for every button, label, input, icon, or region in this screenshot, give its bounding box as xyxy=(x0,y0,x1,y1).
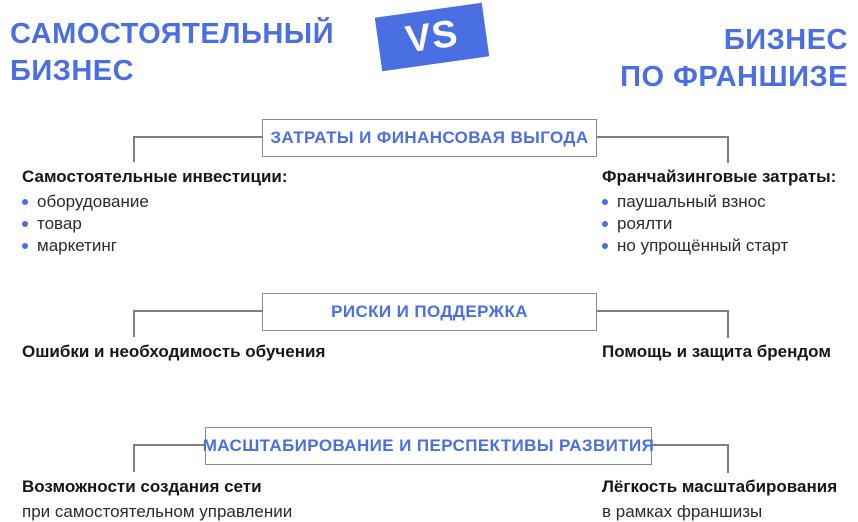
connector-line xyxy=(727,444,729,473)
scaling-left-subtext: при самостоятельном управлении xyxy=(22,502,293,521)
connector-line xyxy=(133,444,205,446)
connector-line xyxy=(727,310,729,338)
costs-left-heading: Самостоятельные инвестиции: xyxy=(22,167,288,186)
bullet-icon xyxy=(22,243,28,249)
section-title: РИСКИ И ПОДДЕРЖКА xyxy=(331,302,528,321)
list-item-label: паушальный взнос xyxy=(617,192,766,211)
risks-right-heading: Помощь и защита брендом xyxy=(602,342,831,361)
connector-line xyxy=(133,136,135,162)
list-item-label: роялти xyxy=(617,214,673,233)
left-column-title: САМОСТОЯТЕЛЬНЫЙ БИЗНЕС xyxy=(10,16,334,90)
bullet-icon xyxy=(22,199,28,205)
section-title: МАСШТАБИРОВАНИЕ И ПЕРСПЕКТИВЫ РАЗВИТИЯ xyxy=(202,436,655,455)
costs-left-block: Самостоятельные инвестиции: оборудование… xyxy=(22,166,352,257)
bullet-icon xyxy=(602,221,608,227)
connector-line xyxy=(133,136,262,138)
scaling-left-heading: Возможности создания сети xyxy=(22,477,262,496)
risks-left-heading: Ошибки и необходимость обучения xyxy=(22,342,326,361)
risks-left-block: Ошибки и необходимость обучения xyxy=(22,341,352,366)
scaling-right-heading: Лёгкость масштабирования xyxy=(602,477,838,496)
list-item-label: маркетинг xyxy=(37,236,117,255)
list-item: оборудование xyxy=(22,191,352,213)
costs-right-block: Франчайзинговые затраты: паушальный взно… xyxy=(602,166,852,257)
bullet-icon xyxy=(602,199,608,205)
left-title-line2: БИЗНЕС xyxy=(10,55,135,87)
connector-line xyxy=(727,136,729,163)
left-title-line1: САМОСТОЯТЕЛЬНЫЙ xyxy=(10,18,335,50)
connector-line xyxy=(597,136,728,138)
connector-line xyxy=(597,310,728,312)
right-title-line1: БИЗНЕС xyxy=(723,24,848,56)
section-header-costs: ЗАТРАТЫ И ФИНАНСОВАЯ ВЫГОДА xyxy=(262,119,597,157)
connector-line xyxy=(133,310,262,312)
section-header-scaling: МАСШТАБИРОВАНИЕ И ПЕРСПЕКТИВЫ РАЗВИТИЯ xyxy=(202,427,655,465)
scaling-right-block: Лёгкость масштабирования в рамках франши… xyxy=(602,476,852,522)
bullet-icon xyxy=(22,221,28,227)
list-item: товар xyxy=(22,213,352,235)
scaling-right-subtext: в рамках франшизы xyxy=(602,502,763,521)
list-item: паушальный взнос xyxy=(602,191,852,213)
section-header-risks: РИСКИ И ПОДДЕРЖКА xyxy=(262,293,597,331)
vs-badge: VS xyxy=(374,2,490,72)
list-item-label: но упрощённый старт xyxy=(617,236,789,255)
connector-line xyxy=(652,444,728,446)
connector-line xyxy=(133,444,135,472)
vs-badge-label: VS xyxy=(402,12,462,62)
list-item: роялти xyxy=(602,213,852,235)
connector-line xyxy=(133,310,135,337)
risks-right-block: Помощь и защита брендом xyxy=(602,341,852,366)
list-item-label: оборудование xyxy=(37,192,149,211)
section-title: ЗАТРАТЫ И ФИНАНСОВАЯ ВЫГОДА xyxy=(270,128,589,147)
list-item: но упрощённый старт xyxy=(602,235,852,257)
scaling-left-block: Возможности создания сети при самостояте… xyxy=(22,476,352,522)
right-title-line2: ПО ФРАНШИЗЕ xyxy=(620,61,848,93)
bullet-icon xyxy=(602,243,608,249)
costs-right-heading: Франчайзинговые затраты: xyxy=(602,167,837,186)
right-column-title: БИЗНЕС ПО ФРАНШИЗЕ xyxy=(620,22,848,96)
list-item: маркетинг xyxy=(22,235,352,257)
list-item-label: товар xyxy=(37,214,82,233)
